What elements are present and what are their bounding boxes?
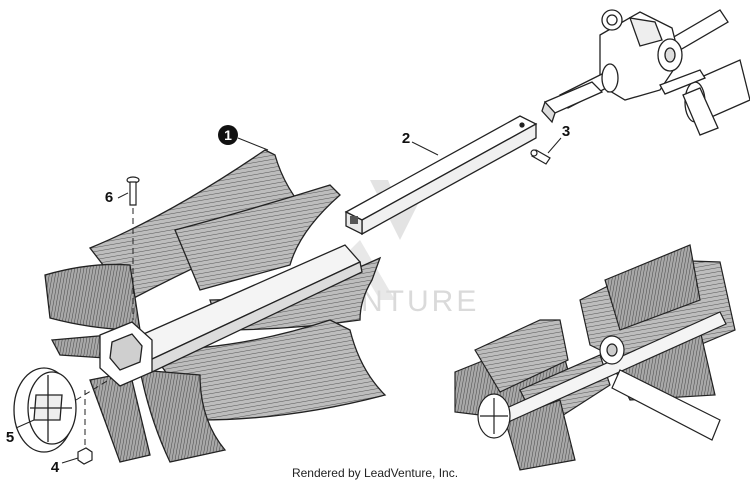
leader-lines xyxy=(15,137,562,464)
callout-3-label[interactable]: 3 xyxy=(562,123,570,140)
footer-credit: Rendered by LeadVenture, Inc. xyxy=(291,466,459,480)
callout-1-label: 1 xyxy=(224,127,232,143)
callout-2-label[interactable]: 2 xyxy=(402,130,410,147)
callout-4-label[interactable]: 4 xyxy=(51,459,60,476)
callout-6-label[interactable]: 6 xyxy=(105,189,113,206)
brush-assembly-part-1 xyxy=(44,149,387,463)
bolt-part-6 xyxy=(126,176,140,320)
nut-part-4 xyxy=(77,390,93,465)
square-shaft-part-2 xyxy=(344,115,538,236)
assembled-view xyxy=(454,244,736,471)
pin-part-3 xyxy=(530,149,551,165)
end-cap-part-5 xyxy=(13,367,113,453)
callout-1[interactable]: 1 xyxy=(218,125,238,145)
callout-5-label[interactable]: 5 xyxy=(6,429,14,446)
gearbox-assembly xyxy=(541,9,750,136)
